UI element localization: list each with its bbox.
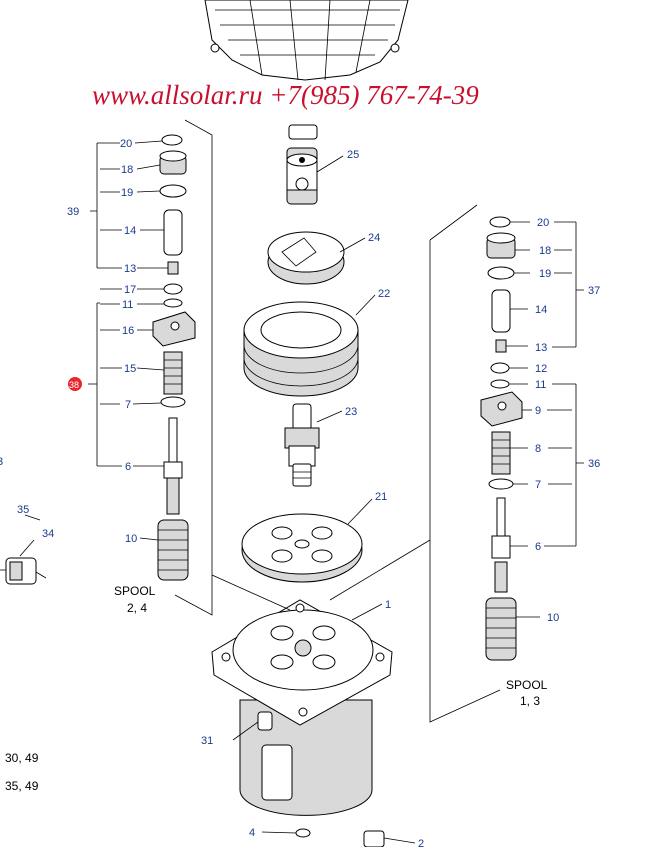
- callout-21: 21: [375, 491, 387, 503]
- callout-6-left: 6: [125, 461, 131, 473]
- callout-39: 39: [67, 206, 79, 218]
- connector-34: [0, 557, 47, 585]
- part-21-gasket-plate: [241, 513, 363, 583]
- callout-31: 31: [201, 735, 213, 747]
- callout-13-right: 13: [535, 342, 547, 354]
- callout-8: 8: [535, 443, 541, 455]
- callout-7-right: 7: [535, 479, 541, 491]
- callout-17: 17: [124, 284, 136, 296]
- callout-12: 12: [535, 363, 547, 375]
- callout-13-left: 13: [124, 263, 136, 275]
- callout-4: 4: [249, 827, 255, 839]
- callout-20-right: 20: [537, 217, 549, 229]
- callout-16: 16: [122, 325, 134, 337]
- callout-1: 1: [385, 599, 391, 611]
- part-24-disk-cam: [267, 231, 345, 285]
- right-spool-stack: [480, 216, 523, 661]
- part-23-plunger: [284, 403, 320, 487]
- callouts: 20 18 19 39 14 13 17 11 16 38 15 7 6 10 …: [0, 138, 600, 847]
- watermark-text: www.allsolar.ru +7(985) 767-74-39: [92, 80, 479, 110]
- callout-23: 23: [345, 406, 357, 418]
- left-spool-stack: [152, 134, 196, 581]
- callout-14-left: 14: [124, 225, 136, 237]
- callout-18-left: 18: [121, 164, 133, 176]
- callout-10-right: 10: [547, 612, 559, 624]
- callout-19-right: 19: [539, 268, 551, 280]
- callout-25: 25: [347, 149, 359, 161]
- part-1-casing: [211, 599, 393, 847]
- spool-left-numbers: 2, 4: [127, 601, 147, 615]
- spool-left-title: SPOOL: [114, 584, 156, 598]
- part-25-rod-end: [286, 124, 318, 205]
- part-22-plate: [243, 301, 359, 397]
- callout-37: 37: [588, 285, 600, 297]
- callout-3: 3: [0, 456, 3, 468]
- callout-38-highlight: [68, 377, 82, 391]
- callout-11-right: 11: [535, 379, 546, 391]
- note-30-49: 30, 49: [5, 751, 39, 765]
- callout-22: 22: [378, 288, 390, 300]
- callout-2: 2: [418, 838, 424, 847]
- callout-6-right: 6: [535, 541, 541, 553]
- callout-15: 15: [124, 363, 136, 375]
- note-35-49: 35, 49: [5, 779, 39, 793]
- callout-38: 38: [69, 380, 79, 390]
- callout-19-left: 19: [121, 187, 133, 199]
- callout-35: 35: [17, 504, 29, 516]
- callout-11-left: 11: [122, 299, 133, 311]
- spool-right-title: SPOOL: [506, 678, 548, 692]
- rubber-boot: [204, 0, 409, 81]
- callout-36: 36: [588, 458, 600, 470]
- callout-20-left: 20: [120, 138, 132, 150]
- callout-14-right: 14: [535, 304, 547, 316]
- callout-18-right: 18: [539, 245, 551, 257]
- callout-7-left: 7: [125, 399, 131, 411]
- spool-right-numbers: 1, 3: [520, 694, 540, 708]
- callout-10-left: 10: [125, 533, 137, 545]
- callout-24: 24: [368, 232, 380, 244]
- callout-34: 34: [42, 528, 54, 540]
- callout-9: 9: [535, 405, 541, 417]
